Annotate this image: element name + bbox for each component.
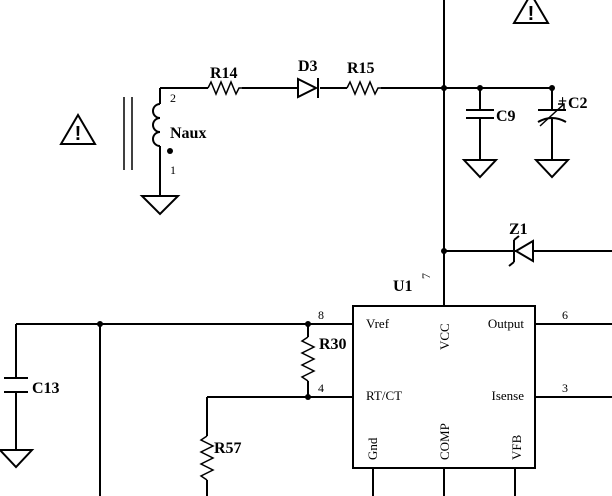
pin-7: 7 [419, 273, 433, 279]
resistor-r30 [300, 324, 316, 397]
label-r57: R57 [214, 440, 242, 457]
vref-wire [15, 323, 353, 496]
transformer-core [123, 97, 133, 170]
label-z1: Z1 [509, 221, 528, 238]
label-c2: C2 [568, 95, 588, 112]
pin-4: 4 [318, 381, 324, 395]
rtct-wire [206, 396, 353, 436]
winding-dot [167, 148, 173, 154]
label-r15: R15 [347, 60, 375, 77]
diode-d3 [297, 77, 319, 99]
ground-symbol [0, 449, 35, 469]
capacitor-c13 [0, 377, 35, 469]
pin-6: 6 [562, 308, 568, 322]
ic-u1 [352, 305, 536, 469]
ic-pin-rtct: RT/CT [366, 388, 402, 403]
ic-pin-vcc: VCC [437, 323, 452, 350]
ic-pin-comp: COMP [437, 423, 452, 460]
label-c13: C13 [32, 380, 60, 397]
ic-pin-vref: Vref [366, 316, 390, 331]
ic-pin-isense: Isense [492, 388, 525, 403]
pin-3: 3 [562, 381, 568, 395]
ground-symbol [461, 159, 499, 179]
capacitor-c2 [533, 88, 571, 179]
pin-naux-1: 1 [170, 163, 176, 177]
junction-dot [97, 321, 103, 327]
label-r14: R14 [210, 65, 238, 82]
ic-pin-vfb: VFB [509, 434, 524, 460]
warning-icon-left: ! [59, 113, 97, 145]
svg-text:!: ! [528, 3, 535, 25]
warning-icon-top: ! [512, 0, 550, 25]
junction-dot [305, 394, 311, 400]
label-naux: Naux [170, 125, 206, 142]
label-u1: U1 [393, 278, 413, 295]
label-r30: R30 [319, 336, 347, 353]
svg-text:!: ! [75, 123, 82, 145]
resistor-r15 [346, 80, 381, 96]
junction-dot [441, 248, 447, 254]
pin-8: 8 [318, 308, 324, 322]
label-d3: D3 [298, 58, 318, 75]
zener-z1 [508, 235, 534, 267]
ground-symbol [533, 159, 571, 179]
capacitor-c9 [461, 88, 499, 179]
resistor-r57 [199, 435, 215, 496]
pin-naux-2: 2 [170, 91, 176, 105]
ic-pin-gnd: Gnd [365, 437, 380, 460]
ground-symbol [139, 195, 181, 216]
label-c2-plus: + [558, 93, 567, 110]
ic-pin-output: Output [488, 316, 525, 331]
resistor-r14 [207, 80, 242, 96]
junction-dot [441, 85, 447, 91]
label-c9: C9 [496, 108, 516, 125]
inductor-naux [139, 88, 181, 216]
